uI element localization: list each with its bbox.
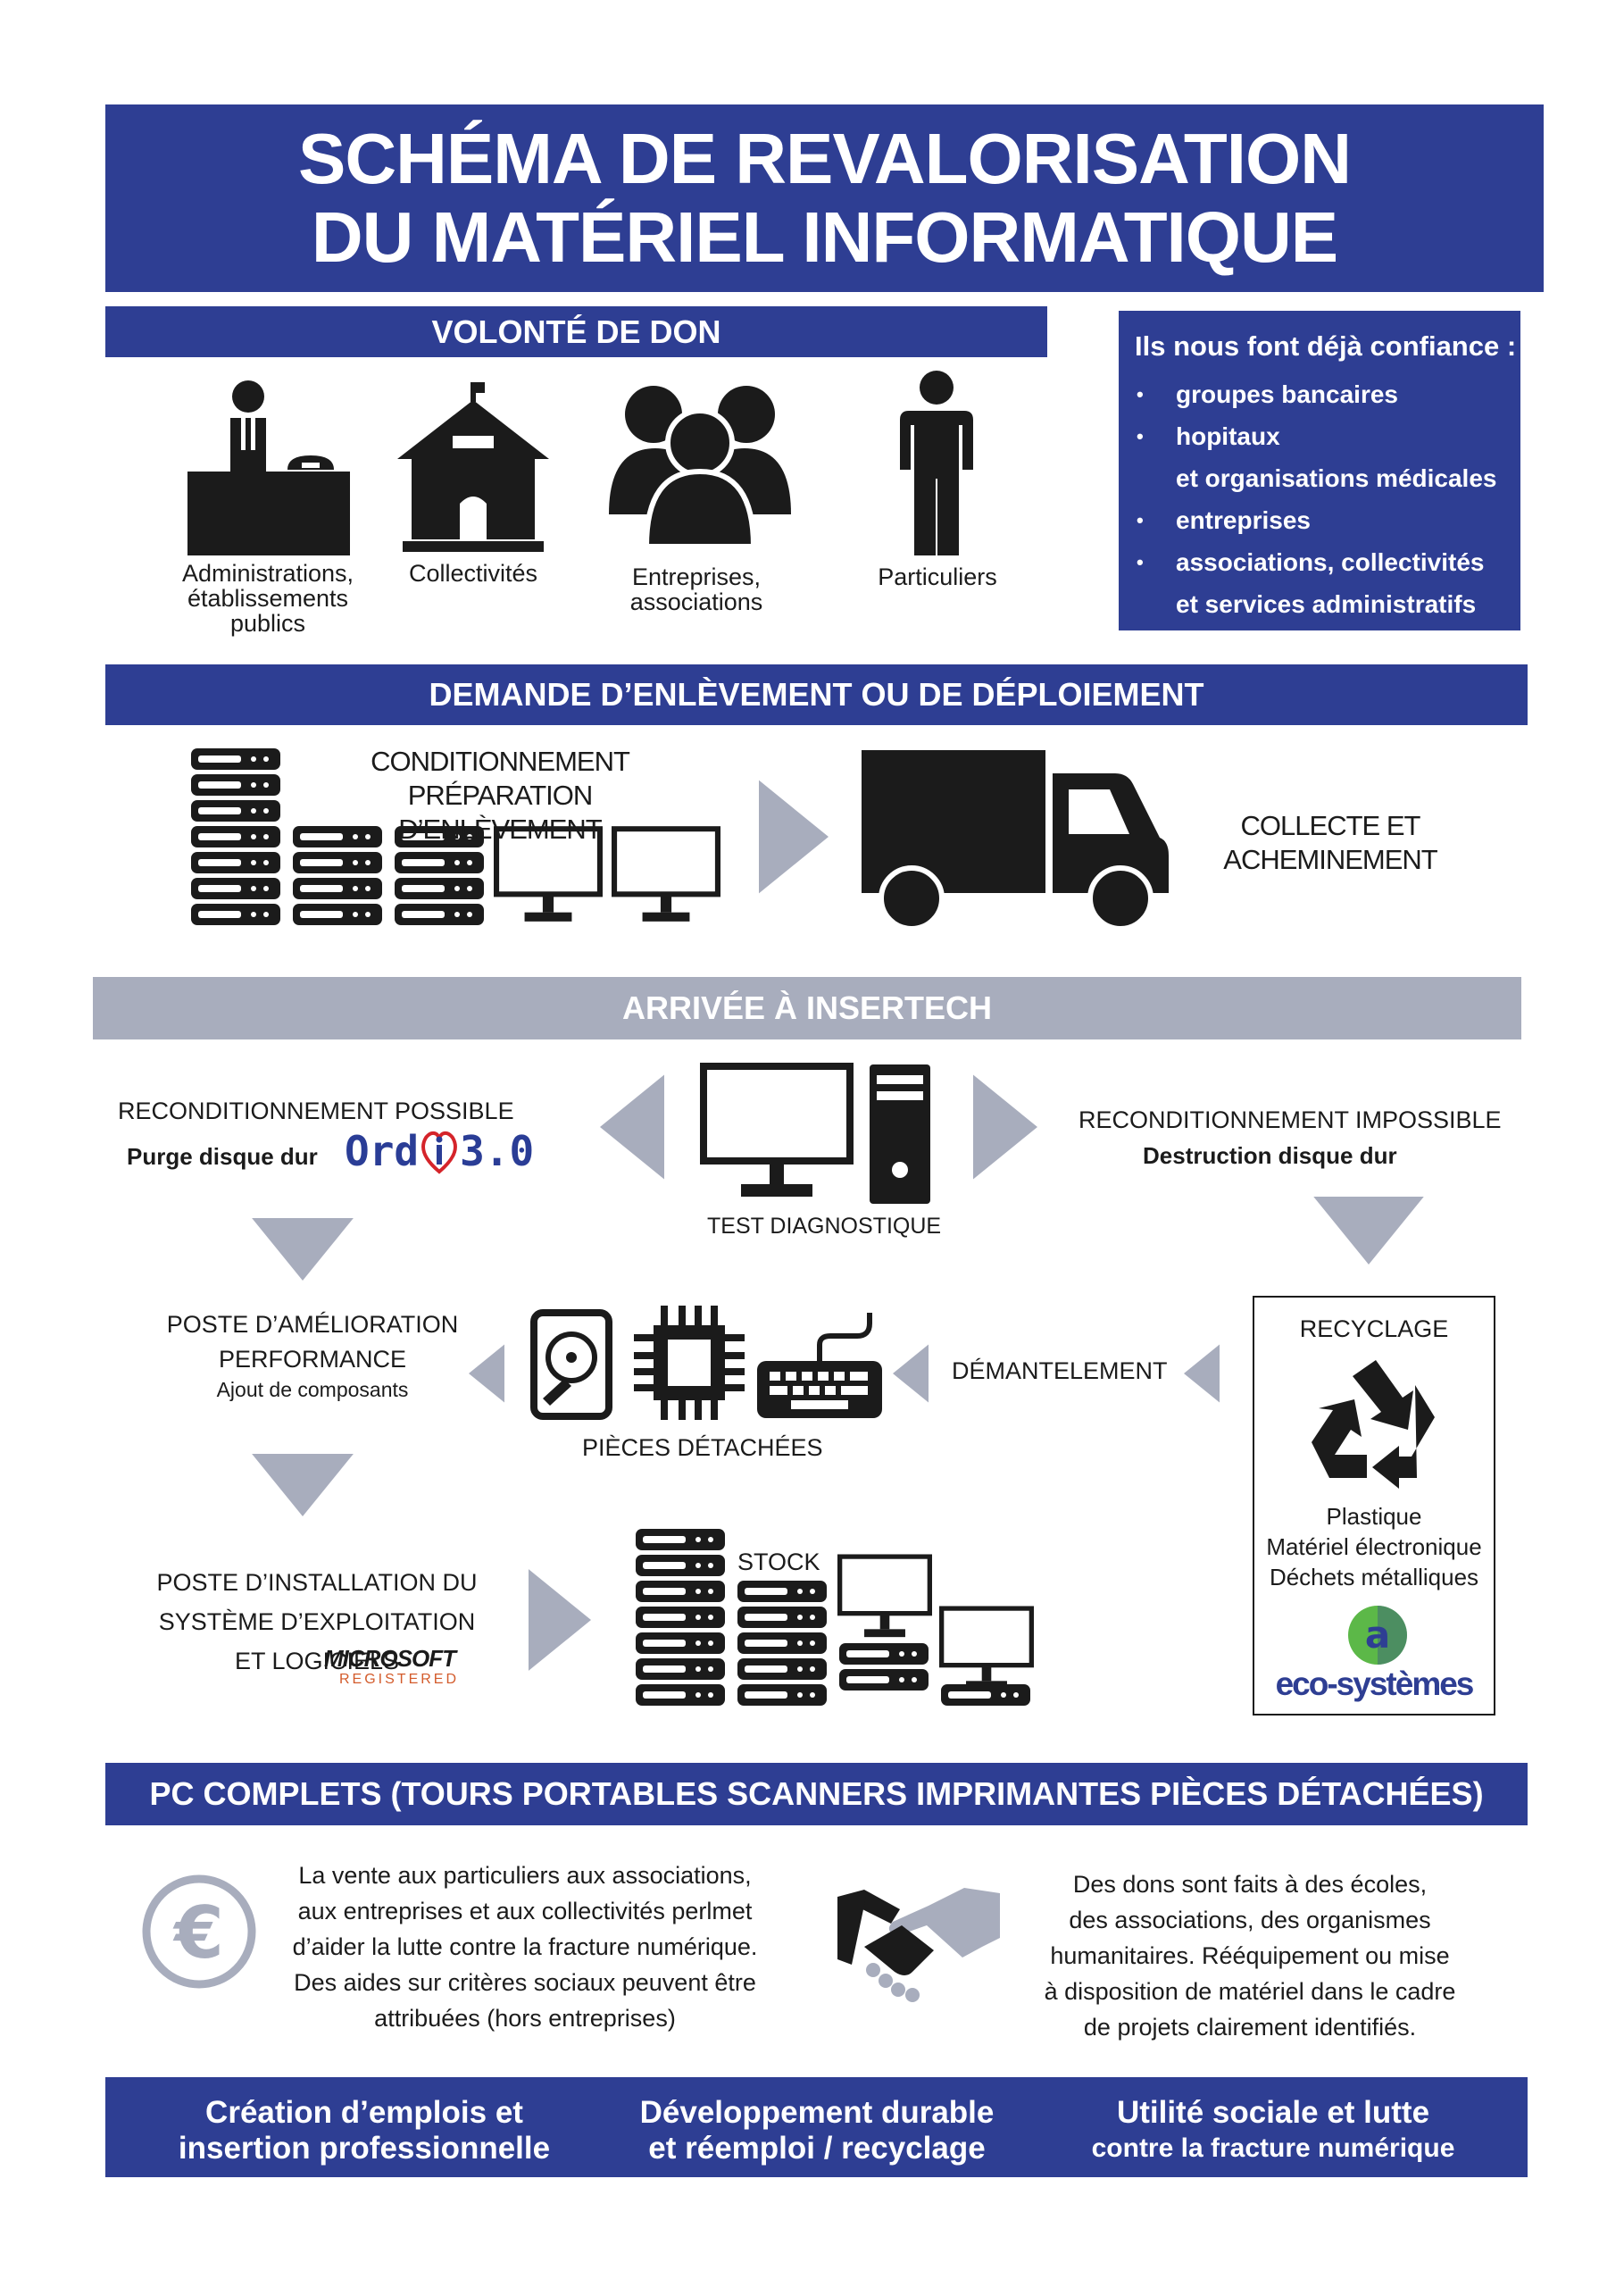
bottom-item-line: insertion professionnelle bbox=[178, 2131, 551, 2166]
bottom-item-utilite: Utilité sociale et lutte contre la fract… bbox=[1041, 2095, 1505, 2166]
demantelement-label: DÉMANTELEMENT bbox=[952, 1357, 1168, 1384]
ordi-logo: Ord 3.0 bbox=[345, 1127, 534, 1175]
recond-impossible-label: RECONDITIONNEMENT IMPOSSIBLE bbox=[1079, 1106, 1502, 1133]
bottom-item-line: contre la fracture numérique bbox=[1091, 2133, 1455, 2163]
chip-icon bbox=[634, 1306, 745, 1420]
arrow-left-icon bbox=[1184, 1340, 1220, 1407]
ordi-logo-version: 3.0 bbox=[460, 1127, 535, 1175]
dons-text: Des dons sont faits à des écoles, des as… bbox=[1044, 1871, 1456, 2041]
trust-item: groupes bancaires bbox=[1137, 373, 1496, 415]
label-collectivites: Collectivités bbox=[408, 560, 538, 587]
hard-drive-icon bbox=[530, 1309, 612, 1420]
arrow-down-icon bbox=[1308, 1197, 1429, 1265]
desktop-computer-icon bbox=[700, 1063, 932, 1206]
pieces-label: PIÈCES DÉTACHÉES bbox=[582, 1434, 823, 1461]
trust-item: et organisations médicales bbox=[1176, 464, 1497, 492]
installation-label: POSTE D’INSTALLATION DU SYSTÈME D’EXPLOI… bbox=[156, 1569, 478, 1674]
label-particuliers: Particuliers bbox=[878, 563, 997, 590]
arrow-down-icon bbox=[246, 1454, 360, 1516]
ordi-logo-text: Ord bbox=[345, 1127, 420, 1175]
monitor-icon bbox=[939, 1606, 1034, 1693]
amelioration-label: POSTE D’AMÉLIORATION PERFORMANCE bbox=[166, 1311, 459, 1373]
stock-label: STOCK bbox=[737, 1549, 820, 1575]
svg-text:a: a bbox=[1365, 1613, 1390, 1657]
purge-label: Purge disque dur bbox=[127, 1143, 318, 1170]
title-line-1: SCHÉMA DE REVALORISATION bbox=[297, 119, 1352, 198]
vente-text: La vente aux particuliers aux associatio… bbox=[292, 1862, 758, 2032]
server-stack-icon bbox=[736, 1581, 829, 1707]
bottom-item-line: Utilité sociale et lutte bbox=[1116, 2095, 1430, 2130]
svg-text:€: € bbox=[172, 1891, 224, 1974]
arrow-left-icon bbox=[469, 1340, 504, 1407]
test-diagnostique-label: TEST DIAGNOSTIQUE bbox=[707, 1214, 942, 1239]
page-title: SCHÉMA DE REVALORISATION DU MATÉRIEL INF… bbox=[105, 104, 1544, 292]
arrow-right-icon bbox=[973, 1068, 1037, 1186]
server-stack-icon bbox=[634, 1529, 727, 1707]
bottom-item-emplois: Création d’emplois et insertion professi… bbox=[132, 2095, 596, 2166]
desk-person-icon bbox=[187, 377, 350, 555]
euro-icon: € bbox=[141, 1874, 257, 1990]
arrivee-header: ARRIVÉE À INSERTECH bbox=[93, 977, 1521, 1039]
demande-header: DEMANDE D’ENLÈVEMENT OU DE DÉPLOIEMENT bbox=[105, 664, 1528, 725]
server-stack-icon bbox=[189, 748, 282, 927]
server-stack-icon bbox=[939, 1684, 1032, 1706]
keyboard-icon bbox=[755, 1311, 884, 1422]
handshake-icon bbox=[837, 1884, 1000, 2002]
pc-header: PC COMPLETS (TOURS PORTABLES SCANNERS IM… bbox=[105, 1763, 1528, 1825]
recycle-icon bbox=[1306, 1358, 1445, 1492]
heart-i-icon bbox=[421, 1131, 457, 1174]
eco-systemes-logo: eco-systèmes bbox=[1275, 1665, 1475, 1702]
bottom-band: Création d’emplois et insertion professi… bbox=[105, 2077, 1528, 2177]
bottom-item-line: et réemploi / recyclage bbox=[648, 2131, 986, 2166]
recyclage-items: Plastique Matériel électronique Déchets … bbox=[1266, 1503, 1482, 1590]
trust-item: et services administratifs bbox=[1176, 590, 1477, 618]
microsoft-logo: MICROSOFT bbox=[324, 1645, 456, 1672]
bottom-item-developpement: Développement durable et réemploi / recy… bbox=[585, 2095, 1049, 2166]
server-stack-icon bbox=[837, 1643, 930, 1706]
arrow-right-icon bbox=[759, 779, 829, 895]
recond-possible-label: RECONDITIONNEMENT POSSIBLE bbox=[118, 1098, 514, 1124]
person-icon bbox=[898, 370, 975, 559]
conditionnement-label: CONDITIONNEMENT PRÉPARATION D’ENLÈVEMENT bbox=[371, 746, 630, 845]
volonte-header: VOLONTÉ DE DON bbox=[105, 306, 1047, 357]
truck-icon bbox=[862, 750, 1174, 929]
group-people-icon bbox=[609, 380, 791, 547]
bottom-item-line: Création d’emplois et bbox=[205, 2095, 523, 2130]
ajout-label: Ajout de composants bbox=[216, 1378, 409, 1401]
bottom-item-line: Développement durable bbox=[639, 2095, 995, 2130]
recyclage-title: RECYCLAGE bbox=[1299, 1315, 1449, 1342]
collecte-label: COLLECTE ET ACHEMINEMENT bbox=[1223, 810, 1437, 875]
trust-item: hopitaux bbox=[1137, 415, 1496, 457]
label-entreprises: Entreprises, associations bbox=[629, 563, 763, 615]
recyclage-box: RECYCLAGE Plastique Matériel électroniqu… bbox=[1253, 1296, 1495, 1716]
monitor-icon bbox=[837, 1554, 932, 1641]
arrow-right-icon bbox=[529, 1563, 591, 1677]
trust-item: associations, collectivités bbox=[1137, 541, 1496, 583]
registered-label: REGISTERED bbox=[339, 1672, 460, 1687]
trust-title: Ils nous font déjà confiance : bbox=[1135, 330, 1517, 362]
eco-systemes-logo-icon: a bbox=[1347, 1605, 1408, 1665]
arrow-left-icon bbox=[893, 1340, 929, 1407]
trust-item: entreprises bbox=[1137, 499, 1496, 541]
arrow-down-icon bbox=[246, 1218, 360, 1281]
trust-box: Ils nous font déjà confiance : groupes b… bbox=[1119, 311, 1520, 630]
arrow-left-icon bbox=[600, 1068, 664, 1186]
destruction-label: Destruction disque dur bbox=[1143, 1142, 1397, 1169]
label-administrations: Administrations, établissements publics bbox=[181, 560, 354, 637]
school-building-icon bbox=[397, 382, 549, 557]
title-line-2: DU MATÉRIEL INFORMATIQUE bbox=[311, 197, 1338, 277]
